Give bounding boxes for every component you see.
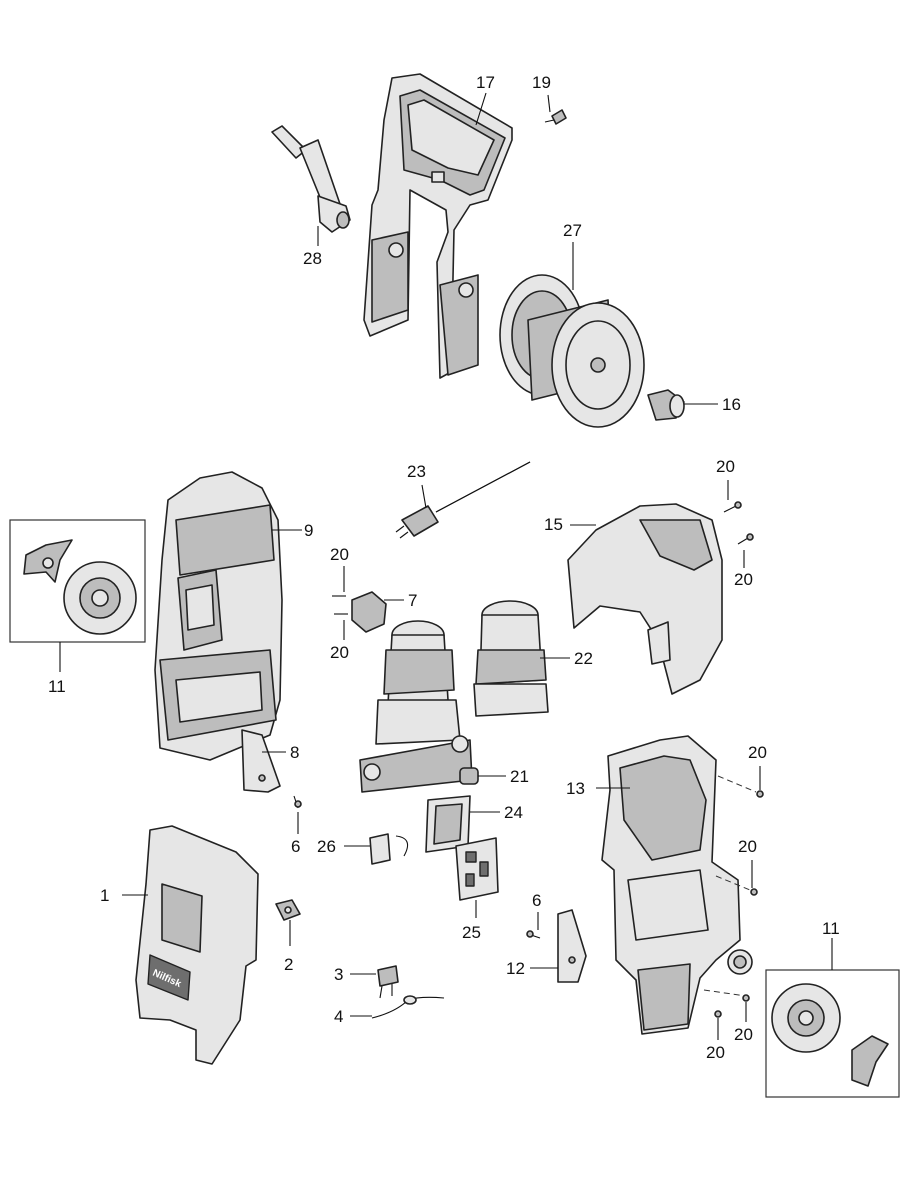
callout-25: 25 bbox=[462, 923, 481, 942]
callout-9: 9 bbox=[304, 521, 313, 540]
screw-part bbox=[723, 501, 754, 545]
callout-6b: 6 bbox=[532, 891, 541, 910]
callout-8: 8 bbox=[290, 743, 299, 762]
leader-23 bbox=[421, 484, 427, 509]
dashed-guide-2 bbox=[715, 875, 751, 891]
callout-20f: 20 bbox=[738, 837, 757, 856]
pump-cap-part bbox=[459, 767, 479, 785]
label-sticker-part bbox=[369, 833, 409, 865]
callout-24: 24 bbox=[504, 803, 523, 822]
callout-26: 26 bbox=[317, 837, 336, 856]
hose-reel-crank-part bbox=[271, 125, 351, 233]
callout-3: 3 bbox=[334, 965, 343, 984]
callout-6a: 6 bbox=[291, 837, 300, 856]
switch-holder-part bbox=[332, 591, 387, 633]
cable-tie-part bbox=[371, 995, 445, 1019]
screws-right-part bbox=[714, 790, 764, 1018]
base-housing-part bbox=[601, 735, 753, 1035]
callout-20c: 20 bbox=[330, 545, 349, 564]
screw-6-part bbox=[293, 795, 302, 809]
dashed-guide-3 bbox=[703, 989, 747, 997]
callout-20h: 20 bbox=[706, 1043, 725, 1062]
callout-23: 23 bbox=[407, 462, 426, 481]
callout-12: 12 bbox=[506, 959, 525, 978]
callout-16: 16 bbox=[722, 395, 741, 414]
callout-13: 13 bbox=[566, 779, 585, 798]
axle-cap-part bbox=[647, 389, 685, 421]
callout-22: 22 bbox=[574, 649, 593, 668]
callout-20d: 20 bbox=[330, 643, 349, 662]
callout-20g: 20 bbox=[734, 1025, 753, 1044]
dashed-guide-1 bbox=[717, 775, 757, 793]
callout-11b: 11 bbox=[822, 919, 840, 938]
pcb-part bbox=[455, 837, 499, 901]
front-cover-part: Nilfisk bbox=[135, 825, 259, 1065]
callout-11a: 11 bbox=[48, 677, 66, 696]
callout-1: 1 bbox=[100, 886, 109, 905]
bracket-part bbox=[241, 729, 281, 793]
callout-28: 28 bbox=[303, 249, 322, 268]
callout-15: 15 bbox=[544, 515, 563, 534]
switch-part bbox=[275, 899, 301, 921]
power-cord-part bbox=[395, 461, 531, 539]
callout-21: 21 bbox=[510, 767, 529, 786]
callout-27: 27 bbox=[563, 221, 582, 240]
callout-2: 2 bbox=[284, 955, 293, 974]
clip-part bbox=[544, 109, 567, 125]
motor-cover-part bbox=[567, 503, 723, 695]
bracket-12-part bbox=[526, 909, 587, 983]
callout-20a: 20 bbox=[716, 457, 735, 476]
wheel-detail-box-left bbox=[9, 519, 146, 643]
callout-17: 17 bbox=[476, 73, 495, 92]
leader-17 bbox=[475, 92, 487, 126]
fuse-holder-part bbox=[377, 965, 399, 999]
callout-7: 7 bbox=[408, 591, 417, 610]
callout-4: 4 bbox=[334, 1007, 343, 1026]
rear-housing-part bbox=[154, 471, 283, 761]
hose-reel-part bbox=[499, 274, 645, 428]
motor-part bbox=[473, 600, 549, 717]
pcb-holder-part bbox=[425, 795, 471, 853]
callout-20e: 20 bbox=[748, 743, 767, 762]
callout-20b: 20 bbox=[734, 570, 753, 589]
wheel-detail-box-right bbox=[765, 969, 900, 1098]
leader-19 bbox=[547, 94, 551, 113]
handle-frame-part bbox=[363, 73, 513, 379]
callout-19: 19 bbox=[532, 73, 551, 92]
motor-pump-assembly-part bbox=[359, 620, 473, 793]
